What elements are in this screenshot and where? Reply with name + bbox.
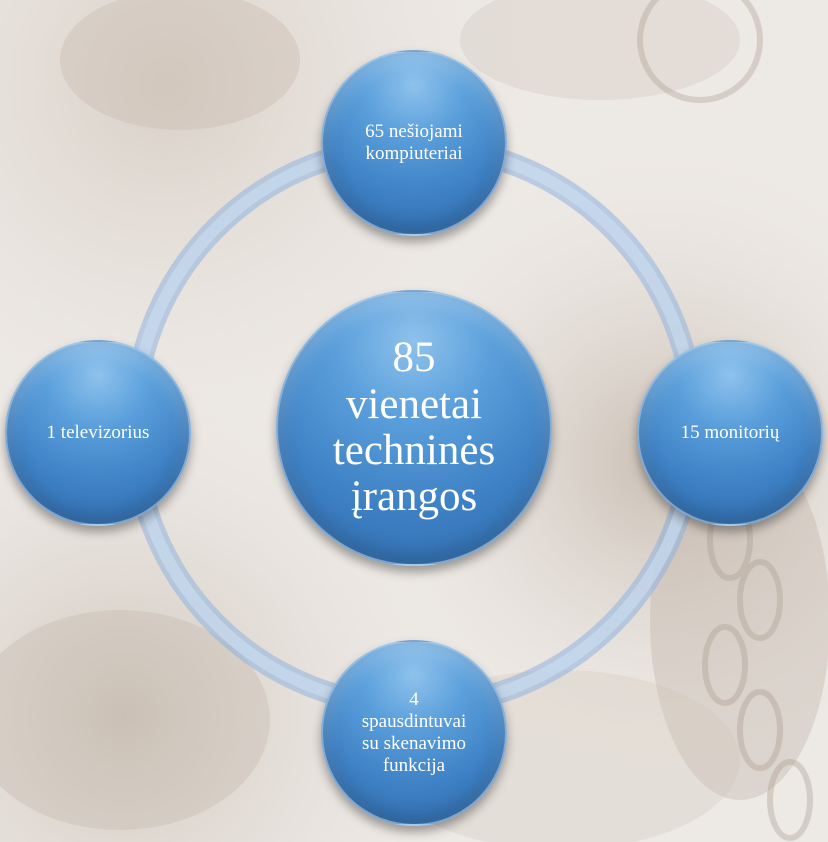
node-left: 1 televizorius xyxy=(5,340,191,526)
node-bottom: 4 spausdintuvai su skenavimo funkcija xyxy=(321,640,507,826)
center-node: 85 vienetai techninės įrangos xyxy=(276,290,552,566)
center-label: 85 vienetai techninės įrangos xyxy=(332,334,496,521)
node-bottom-label: 4 spausdintuvai su skenavimo funkcija xyxy=(361,689,467,776)
node-right: 15 monitorių xyxy=(637,340,823,526)
node-right-label: 15 monitorių xyxy=(680,422,780,444)
node-top: 65 nešiojami kompiuteriai xyxy=(321,50,507,236)
node-top-label: 65 nešiojami kompiuteriai xyxy=(365,121,463,164)
node-left-label: 1 televizorius xyxy=(46,422,150,444)
